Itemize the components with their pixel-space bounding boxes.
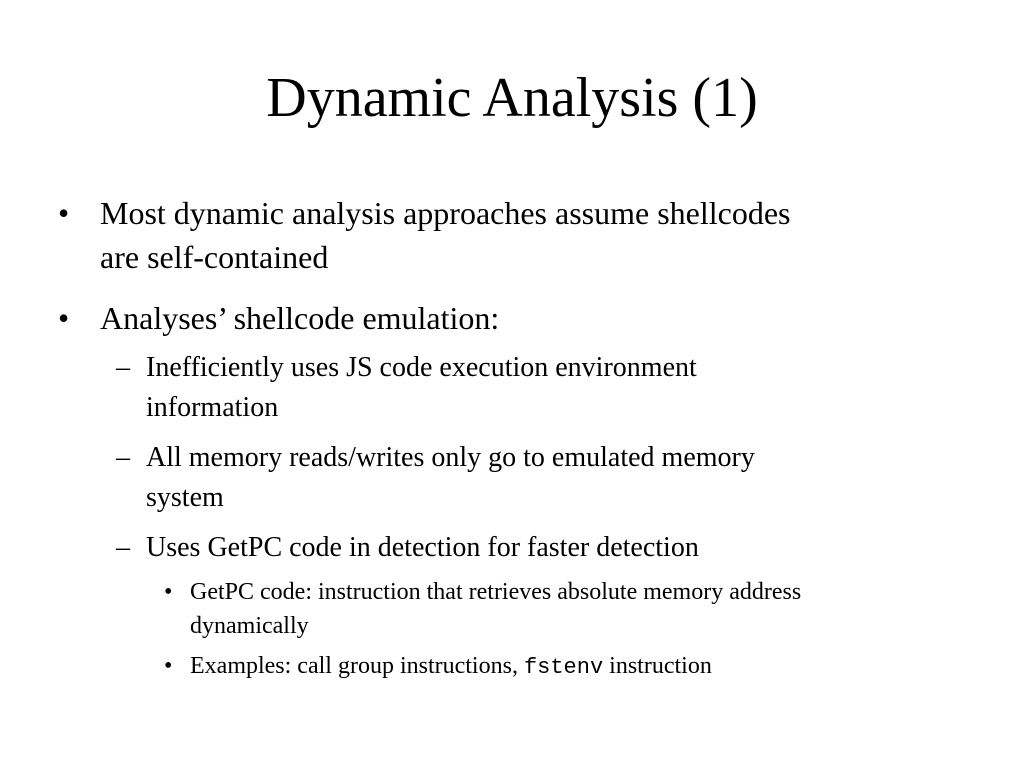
subsubbullet-text: Examples: call group instructions, fsten… <box>190 649 970 685</box>
subbullet-text-line2: system <box>146 482 224 513</box>
bullet-marker: • <box>58 300 70 336</box>
code-fstenv: fstenv <box>523 655 604 680</box>
bullet-marker: • <box>164 579 173 605</box>
examples-suffix: instruction <box>603 653 712 679</box>
bullet-text-line2: are self-contained <box>100 239 329 275</box>
subbullet-text-line1: All memory reads/writes only go to emula… <box>146 442 755 473</box>
dash-marker: – <box>116 532 130 563</box>
subsubbullet-text-line1: GetPC code: instruction that retrieves a… <box>190 579 802 605</box>
bullet-text: Analyses’ shellcode emulation: <box>100 300 500 336</box>
bullet-marker: • <box>164 653 173 679</box>
bullet-marker: • <box>58 195 70 231</box>
subbullet-text-line1: Inefficiently uses JS code execution env… <box>146 352 697 383</box>
subbullet-text-line2: information <box>146 392 279 423</box>
subsubbullet-text-line2: dynamically <box>190 613 309 639</box>
bullet-text-line1: Most dynamic analysis approaches assume … <box>100 195 791 231</box>
subbullet-text: Uses GetPC code in detection for faster … <box>146 532 699 563</box>
dash-marker: – <box>116 352 130 383</box>
examples-prefix: Examples: call group instructions, <box>190 653 524 679</box>
dash-marker: – <box>116 442 130 473</box>
slide-title: Dynamic Analysis (1) <box>266 67 758 129</box>
